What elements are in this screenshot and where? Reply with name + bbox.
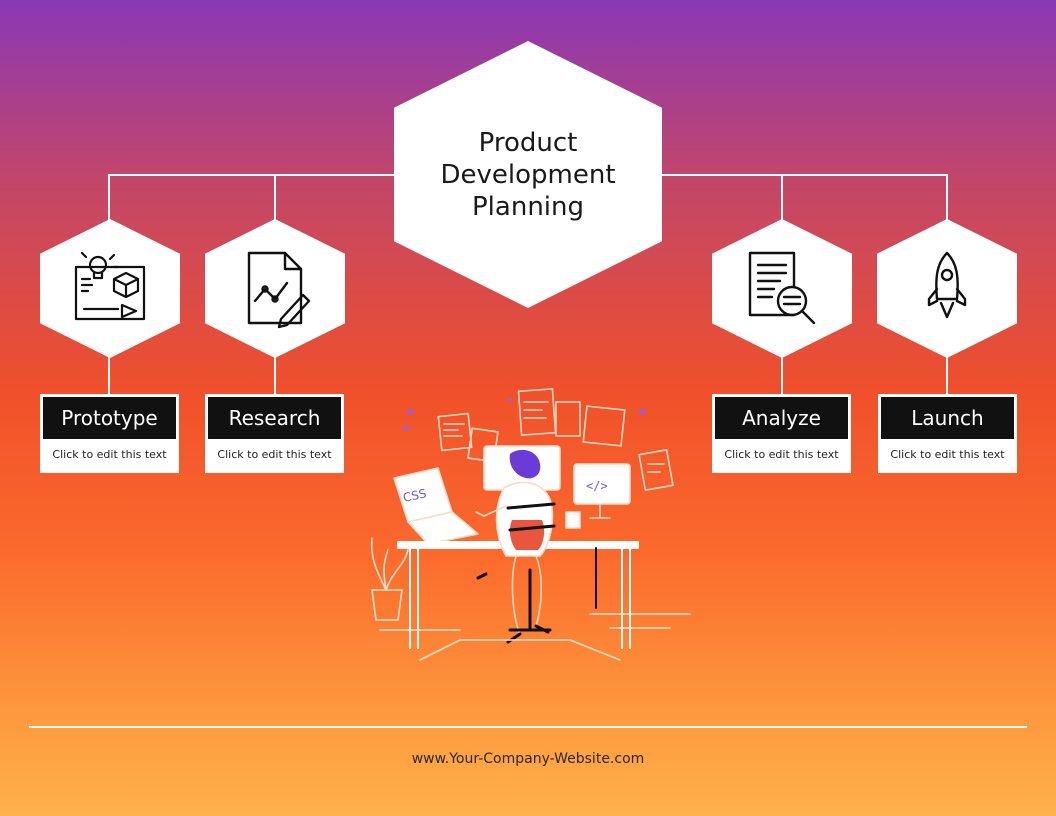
connector-drop-prototype: [108, 174, 110, 222]
diagram-title[interactable]: Product Development Planning: [440, 128, 616, 222]
step-label[interactable]: Analyze: [715, 397, 848, 439]
central-hexagon: Product Development Planning: [394, 41, 662, 308]
monitors: [483, 445, 631, 519]
person: [475, 449, 554, 644]
hexagon-analyze: [712, 219, 852, 358]
step-card-launch: Launch Click to edit this text: [878, 394, 1017, 473]
connector-drop-analyze: [781, 174, 783, 222]
step-label[interactable]: Launch: [881, 397, 1014, 439]
step-description[interactable]: Click to edit this text: [217, 448, 332, 461]
desk: [397, 541, 639, 649]
footer-divider: [29, 726, 1027, 728]
step-card-prototype: Prototype Click to edit this text: [40, 394, 179, 473]
hexagon-launch: [877, 219, 1017, 358]
connector-bar-right: [661, 174, 948, 176]
step-description[interactable]: Click to edit this text: [890, 448, 1005, 461]
analyze-magnifier-document-icon: [748, 251, 816, 325]
footer-website[interactable]: www.Your-Company-Website.com: [411, 751, 645, 767]
rocket-icon: [927, 251, 967, 319]
connector-bar-left: [109, 174, 395, 176]
connector-card-launch: [946, 356, 948, 396]
hexagon-prototype: [40, 219, 180, 358]
laptop: [393, 467, 479, 545]
connector-card-prototype: [108, 356, 110, 396]
connector-drop-launch: [946, 174, 948, 222]
chair: [476, 502, 556, 632]
svg-text:CSS: CSS: [402, 486, 428, 505]
prototype-blueprint-icon: [74, 251, 146, 321]
hexagon-research: [205, 219, 345, 358]
step-label[interactable]: Prototype: [43, 397, 176, 439]
research-document-chart-icon: [247, 251, 311, 329]
plant: [370, 537, 409, 621]
step-card-research: Research Click to edit this text: [205, 394, 344, 473]
connector-drop-research: [274, 174, 276, 222]
step-description[interactable]: Click to edit this text: [724, 448, 839, 461]
floor-lines: [379, 613, 691, 661]
step-label[interactable]: Research: [208, 397, 341, 439]
connector-card-analyze: [781, 356, 783, 396]
step-description[interactable]: Click to edit this text: [52, 448, 167, 461]
step-card-analyze: Analyze Click to edit this text: [712, 394, 851, 473]
developer-at-desk-illustration: CSS </>: [370, 388, 691, 661]
connector-card-research: [274, 356, 276, 396]
svg-text:</>: </>: [586, 479, 608, 493]
